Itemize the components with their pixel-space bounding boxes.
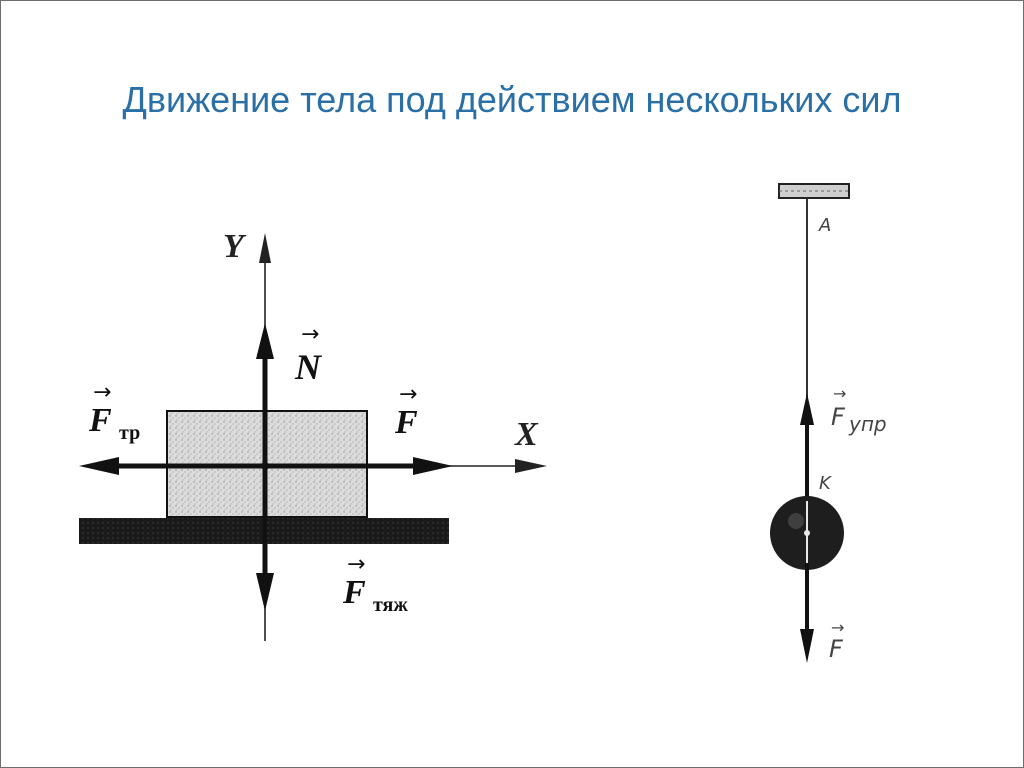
applied-force-label: → F [394, 382, 418, 441]
svg-text:N: N [294, 347, 323, 387]
vector-arrow-glyph: → [347, 552, 365, 577]
svg-text:F: F [829, 635, 844, 663]
svg-text:F: F [88, 402, 112, 439]
gravity-force-arrow [256, 466, 274, 611]
vector-arrow-glyph: → [301, 322, 319, 347]
x-axis [441, 459, 547, 473]
weight-force-label: → F [829, 618, 844, 663]
normal-force-arrow [256, 323, 274, 466]
ceiling-support [778, 183, 850, 199]
normal-force-label: → N [294, 322, 323, 387]
suspension-point-label: A [818, 215, 831, 236]
axis-x-label: X [514, 416, 539, 453]
vector-arrow-glyph: → [833, 384, 846, 403]
svg-text:тр: тр [119, 422, 140, 444]
friction-force-arrow [79, 457, 265, 475]
svg-text:упр: упр [848, 412, 887, 436]
friction-force-label: → F тр [88, 380, 140, 444]
weight-force-arrow [800, 563, 814, 663]
applied-force-arrow [265, 457, 453, 475]
vector-arrow-glyph: → [93, 380, 111, 405]
vector-arrow-glyph: → [831, 618, 844, 637]
elastic-force-label: → F упр [831, 384, 887, 436]
attachment-point-label: K [819, 473, 832, 494]
pendulum-diagram: A → F упр K → F [770, 183, 887, 663]
axis-y-label: Y [223, 228, 247, 265]
vector-arrow-glyph: → [399, 382, 417, 407]
slide-title: Движение тела под действием нескольких с… [122, 79, 902, 120]
ball-center-point [804, 530, 810, 536]
svg-text:тяж: тяж [373, 594, 408, 616]
svg-text:F: F [394, 404, 418, 441]
gravity-force-label: → F тяж [342, 552, 408, 616]
elastic-force-arrow [800, 393, 814, 501]
center-of-mass-point [261, 462, 269, 470]
svg-text:F: F [342, 574, 366, 611]
svg-text:F: F [831, 403, 846, 431]
block-diagram: Y X → N → F → F тр → F тяж [79, 228, 547, 641]
